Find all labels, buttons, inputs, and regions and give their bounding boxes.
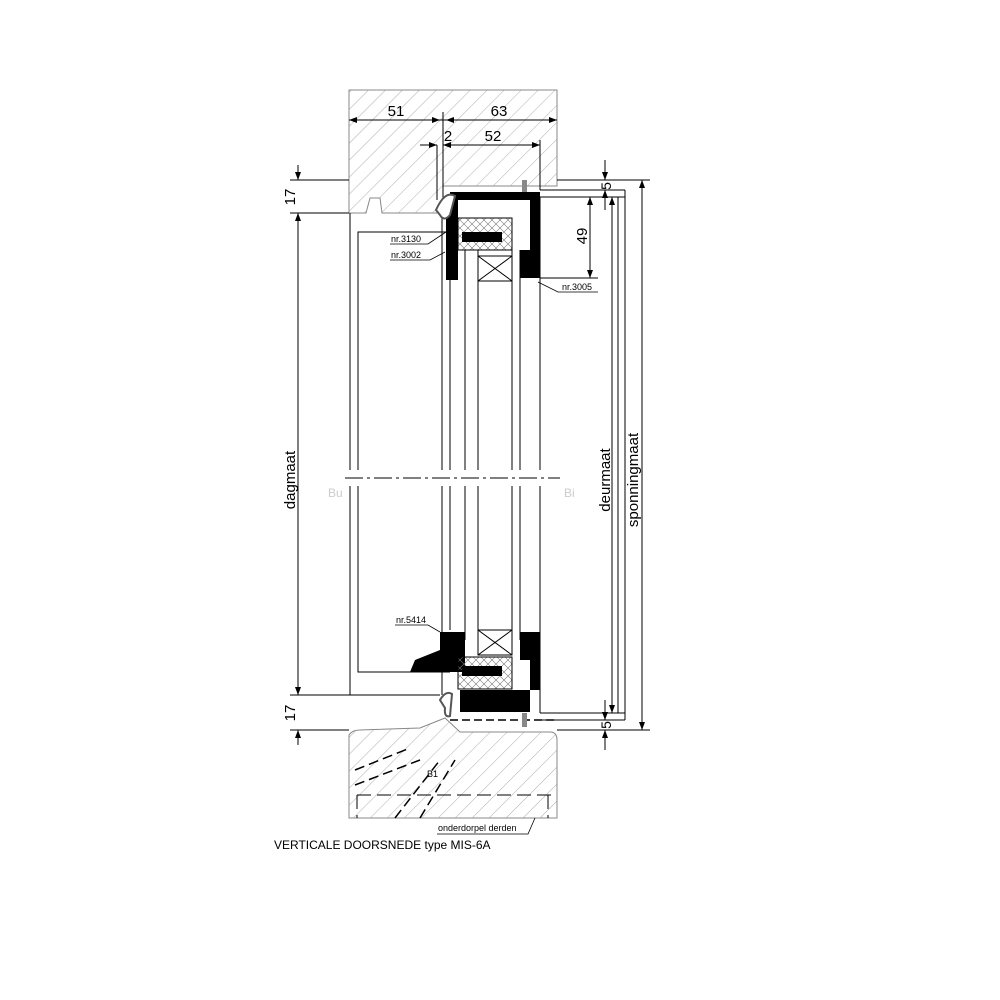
dim-2: 2 bbox=[444, 128, 452, 145]
label-bu: Bu bbox=[328, 486, 343, 500]
bottom-profile bbox=[410, 629, 557, 727]
dim-5-bottom: 5 bbox=[598, 721, 614, 729]
dim-5-top: 5 bbox=[598, 182, 614, 190]
label-nr3002: nr.3002 bbox=[391, 250, 421, 260]
dim-52: 52 bbox=[485, 128, 502, 145]
label-nr5414: nr.5414 bbox=[396, 615, 426, 625]
dim-17-bottom: 17 bbox=[282, 705, 299, 722]
dim-49: 49 bbox=[574, 228, 591, 245]
dim-dagmaat: dagmaat bbox=[282, 450, 299, 509]
dim-sponningmaat: sponningmaat bbox=[625, 432, 642, 527]
dim-deurmaat: deurmaat bbox=[597, 447, 614, 511]
dim-17-top: 17 bbox=[282, 189, 299, 206]
sill-anchor-dashes bbox=[354, 747, 456, 819]
top-profile bbox=[434, 180, 540, 282]
bottom-sill bbox=[348, 717, 558, 819]
dim-63: 63 bbox=[491, 103, 508, 120]
dim-51: 51 bbox=[388, 103, 405, 120]
label-onderdorpel: onderdorpel derden bbox=[438, 823, 517, 833]
label-bi: Bi bbox=[564, 486, 575, 500]
label-nr3130: nr.3130 bbox=[391, 234, 421, 244]
sill-dashed-outline bbox=[356, 794, 552, 818]
label-nr3005: nr.3005 bbox=[562, 282, 592, 292]
label-b1: B1 bbox=[427, 769, 438, 779]
drawing-title: VERTICALE DOORSNEDE type MIS-6A bbox=[274, 838, 491, 852]
